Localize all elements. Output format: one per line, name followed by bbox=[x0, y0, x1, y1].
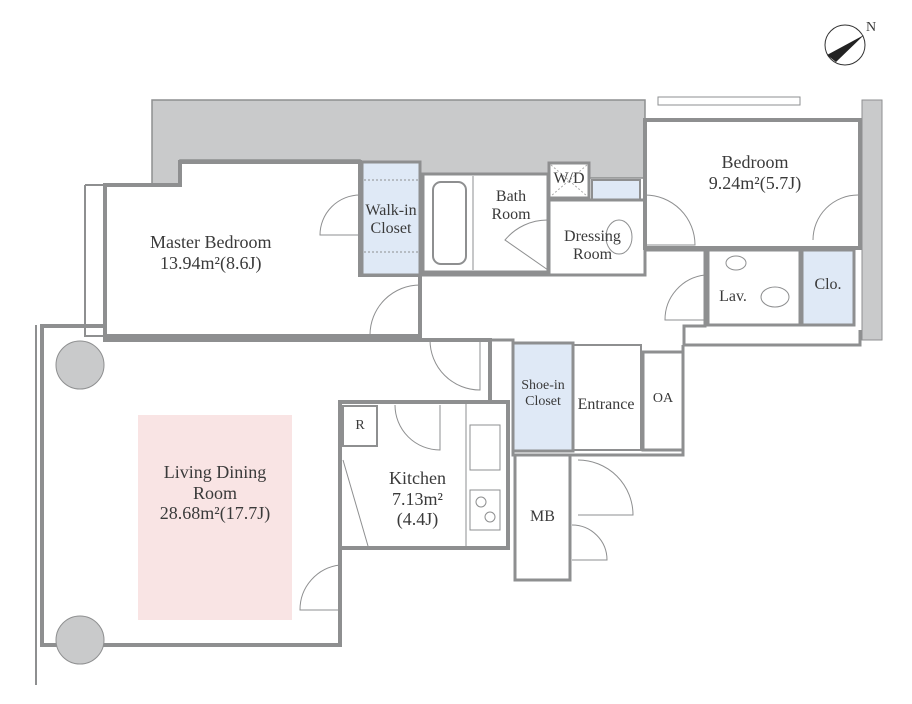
room-area: 13.94m²(8.6J) bbox=[160, 252, 262, 273]
door-ldr bbox=[429, 339, 481, 391]
bedroom-window bbox=[657, 96, 801, 106]
door-front bbox=[577, 459, 634, 516]
room-name: Walk-in bbox=[365, 202, 417, 219]
door-bedroom bbox=[644, 194, 696, 246]
lav-room bbox=[706, 248, 802, 327]
mb-room bbox=[513, 453, 572, 582]
mb-label: MB bbox=[530, 508, 555, 525]
bedroom-room bbox=[643, 118, 862, 250]
compass-icon bbox=[824, 24, 866, 66]
walk-in-closet-label: Walk-in Closet bbox=[360, 202, 422, 239]
column-upper bbox=[55, 340, 105, 390]
room-name: Kitchen bbox=[389, 468, 446, 488]
door-lav bbox=[664, 274, 706, 321]
room-name: Room bbox=[192, 482, 237, 503]
shelf bbox=[591, 179, 641, 201]
door-bedroom-clo bbox=[812, 194, 859, 241]
corridor-wall bbox=[420, 248, 862, 347]
sink bbox=[469, 424, 501, 471]
door-ldr-lower bbox=[299, 564, 341, 611]
bedroom-label: Bedroom 9.24m²(5.7J) bbox=[655, 152, 855, 193]
clo-room bbox=[800, 248, 856, 327]
entrance-room bbox=[572, 344, 642, 451]
doors bbox=[299, 194, 859, 611]
room-area: 28.68m²(17.7J) bbox=[159, 503, 271, 524]
lav-label: Lav. bbox=[719, 288, 747, 305]
dressing-room-label: Dressing Room bbox=[550, 228, 635, 265]
refrigerator-label: R bbox=[355, 418, 365, 433]
lav-basin bbox=[725, 255, 747, 271]
kitchen-storage-line bbox=[342, 459, 369, 547]
washbasin bbox=[605, 219, 633, 255]
master-bedroom-room bbox=[103, 160, 422, 338]
room-name: Living Dining bbox=[163, 462, 267, 482]
bathtub bbox=[432, 181, 467, 265]
door-corridor bbox=[369, 284, 421, 336]
stove-burner bbox=[475, 496, 487, 508]
room-name: Closet bbox=[525, 394, 561, 410]
kitchen-room bbox=[338, 400, 510, 550]
refrigerator-space bbox=[342, 405, 378, 447]
stove bbox=[469, 489, 501, 531]
room-name: Bath bbox=[495, 188, 527, 205]
living-highlight bbox=[138, 415, 292, 620]
room-name: Bedroom bbox=[721, 152, 789, 172]
door-kitchen bbox=[394, 404, 441, 451]
living-dining-label: Living Dining Room 28.68m²(17.7J) bbox=[120, 462, 310, 524]
clo-label: Clo. bbox=[814, 276, 842, 293]
room-name: Master Bedroom bbox=[150, 232, 272, 252]
room-name: Shoe-in bbox=[521, 378, 565, 393]
room-name: Room bbox=[572, 246, 613, 264]
room-name: Dressing bbox=[564, 228, 621, 245]
walk-in-closet-room bbox=[360, 160, 422, 277]
compass-north-label: N bbox=[866, 20, 877, 35]
door-bath bbox=[504, 219, 549, 271]
entrance-wall bbox=[490, 338, 685, 457]
bath-room-label: Bath Room bbox=[475, 188, 547, 225]
stove-burner bbox=[484, 511, 496, 523]
room-area: 7.13m² bbox=[392, 488, 443, 509]
room-area: 9.24m²(5.7J) bbox=[708, 172, 802, 193]
wd-label: W/D bbox=[553, 170, 585, 187]
door-master bbox=[319, 194, 361, 236]
room-area: (4.4J) bbox=[396, 509, 439, 530]
entrance-label: Entrance bbox=[577, 396, 635, 413]
toilet bbox=[760, 286, 790, 308]
balcony-left bbox=[84, 184, 106, 337]
shoe-in-closet-label: Shoe-in Closet bbox=[513, 378, 573, 410]
structural-wall-right bbox=[861, 99, 883, 341]
column-lower bbox=[55, 615, 105, 665]
door-mb bbox=[571, 524, 608, 561]
room-name: Closet bbox=[370, 220, 412, 238]
master-bedroom-label: Master Bedroom 13.94m²(8.6J) bbox=[150, 232, 271, 273]
oa-label: OA bbox=[652, 391, 674, 406]
kitchen-label: Kitchen 7.13m² (4.4J) bbox=[370, 468, 465, 530]
room-name: Room bbox=[491, 206, 531, 224]
